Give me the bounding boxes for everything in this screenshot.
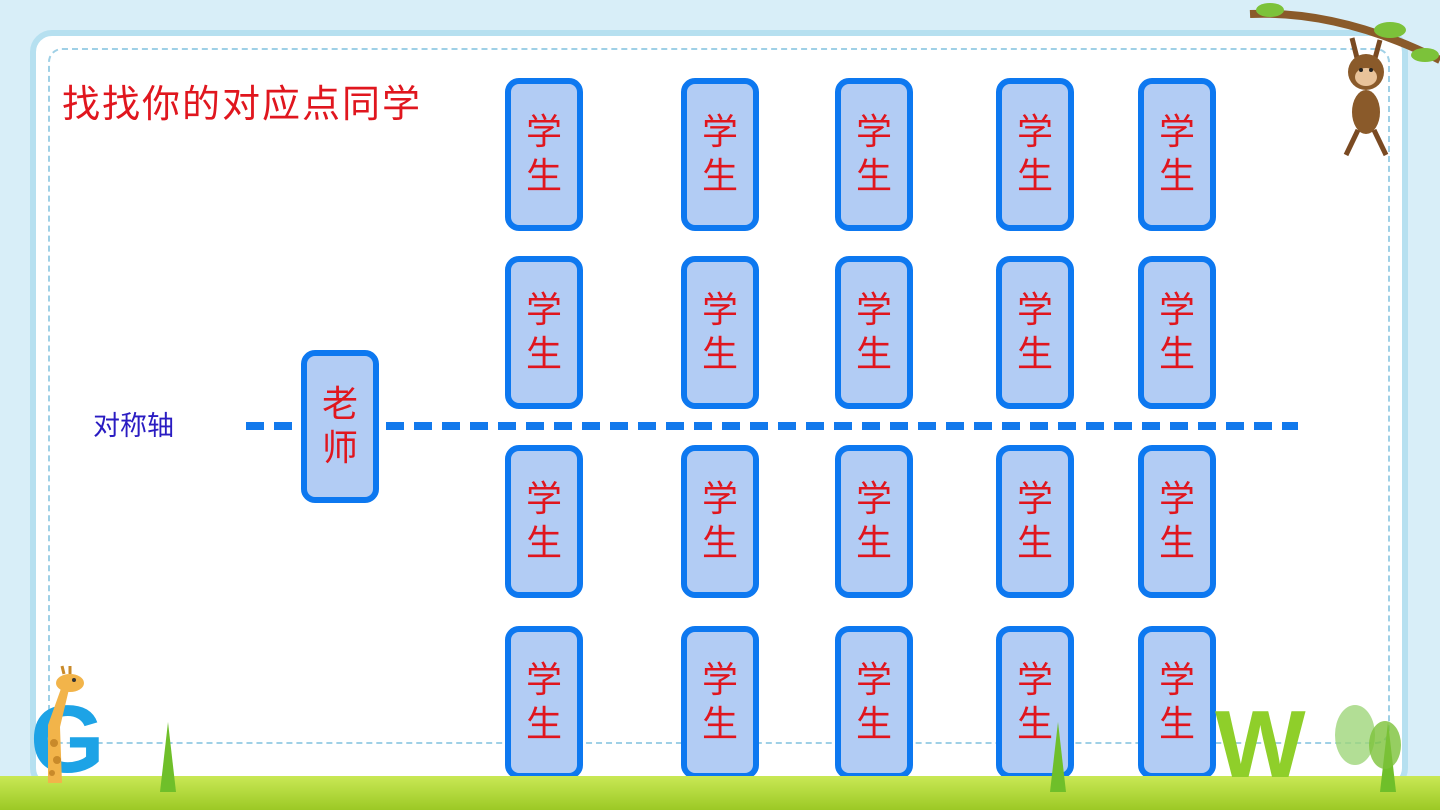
student-card-char-1: 学 bbox=[525, 659, 562, 701]
student-card-char-2: 生 bbox=[701, 155, 738, 197]
student-card-char-2: 生 bbox=[525, 703, 562, 745]
student-card-char-2: 生 bbox=[855, 703, 892, 745]
grass-tuft-decoration bbox=[1050, 722, 1066, 792]
student-card-char-2: 生 bbox=[701, 333, 738, 375]
student-card[interactable]: 学生 bbox=[996, 256, 1074, 409]
student-card-char-2: 生 bbox=[701, 703, 738, 745]
student-card-char-1: 学 bbox=[855, 289, 892, 331]
student-card-char-1: 学 bbox=[701, 111, 738, 153]
slide-title: 找找你的对应点同学 bbox=[62, 82, 423, 126]
student-card-char-1: 学 bbox=[1158, 111, 1195, 153]
student-card-char-2: 生 bbox=[1158, 333, 1195, 375]
student-card[interactable]: 学生 bbox=[681, 256, 759, 409]
student-card[interactable]: 学生 bbox=[681, 78, 759, 231]
student-card-char-1: 学 bbox=[701, 659, 738, 701]
student-card[interactable]: 学生 bbox=[996, 445, 1074, 598]
student-card[interactable]: 学生 bbox=[505, 445, 583, 598]
student-card-char-2: 生 bbox=[1016, 522, 1053, 564]
student-card-char-1: 学 bbox=[1158, 289, 1195, 331]
student-card-char-1: 学 bbox=[1016, 289, 1053, 331]
student-card-char-2: 生 bbox=[1158, 522, 1195, 564]
student-card[interactable]: 学生 bbox=[681, 445, 759, 598]
student-card-char-2: 生 bbox=[525, 522, 562, 564]
student-card-char-2: 生 bbox=[855, 333, 892, 375]
student-card-char-2: 生 bbox=[525, 155, 562, 197]
symmetry-axis-label: 对称轴 bbox=[93, 411, 174, 442]
symmetry-axis-line bbox=[246, 422, 1298, 430]
student-card-char-2: 生 bbox=[1016, 333, 1053, 375]
student-card-char-1: 学 bbox=[1158, 478, 1195, 520]
student-card[interactable]: 学生 bbox=[835, 78, 913, 231]
student-card-char-2: 生 bbox=[701, 522, 738, 564]
letter-w-decoration: W bbox=[1215, 691, 1306, 798]
teacher-card[interactable]: 老 师 bbox=[301, 350, 379, 503]
student-card[interactable]: 学生 bbox=[1138, 256, 1216, 409]
leaf-decoration-icon bbox=[1335, 705, 1401, 769]
student-card-char-1: 学 bbox=[1158, 659, 1195, 701]
grass-tuft-decoration bbox=[160, 722, 176, 792]
student-card-char-1: 学 bbox=[525, 478, 562, 520]
student-card[interactable]: 学生 bbox=[1138, 78, 1216, 231]
student-card-char-2: 生 bbox=[855, 522, 892, 564]
monkey-on-branch-icon bbox=[1249, 3, 1440, 157]
student-card[interactable]: 学生 bbox=[835, 626, 913, 779]
student-card-char-1: 学 bbox=[525, 111, 562, 153]
student-card-char-2: 生 bbox=[1016, 703, 1053, 745]
student-card[interactable]: 学生 bbox=[505, 78, 583, 231]
student-card-char-1: 学 bbox=[855, 111, 892, 153]
student-card[interactable]: 学生 bbox=[1138, 626, 1216, 779]
student-card-char-2: 生 bbox=[1158, 155, 1195, 197]
student-card-char-1: 学 bbox=[525, 289, 562, 331]
letter-g-decoration: G bbox=[30, 686, 105, 793]
student-card[interactable]: 学生 bbox=[505, 626, 583, 779]
student-card[interactable]: 学生 bbox=[505, 256, 583, 409]
student-card-char-1: 学 bbox=[1016, 111, 1053, 153]
student-card-char-1: 学 bbox=[855, 478, 892, 520]
student-card-char-2: 生 bbox=[1016, 155, 1053, 197]
student-card-char-1: 学 bbox=[701, 478, 738, 520]
student-card-char-1: 学 bbox=[701, 289, 738, 331]
teacher-card-char-2: 师 bbox=[321, 427, 358, 469]
giraffe-icon bbox=[48, 665, 84, 783]
student-card-char-2: 生 bbox=[1158, 703, 1195, 745]
grass-strip bbox=[0, 776, 1440, 810]
student-card-char-2: 生 bbox=[855, 155, 892, 197]
student-card-char-1: 学 bbox=[1016, 659, 1053, 701]
student-card-char-1: 学 bbox=[855, 659, 892, 701]
student-card[interactable]: 学生 bbox=[835, 445, 913, 598]
student-card-char-2: 生 bbox=[525, 333, 562, 375]
teacher-card-char-1: 老 bbox=[321, 383, 358, 425]
student-card[interactable]: 学生 bbox=[1138, 445, 1216, 598]
student-card[interactable]: 学生 bbox=[681, 626, 759, 779]
student-card[interactable]: 学生 bbox=[996, 78, 1074, 231]
student-card-char-1: 学 bbox=[1016, 478, 1053, 520]
student-card[interactable]: 学生 bbox=[835, 256, 913, 409]
